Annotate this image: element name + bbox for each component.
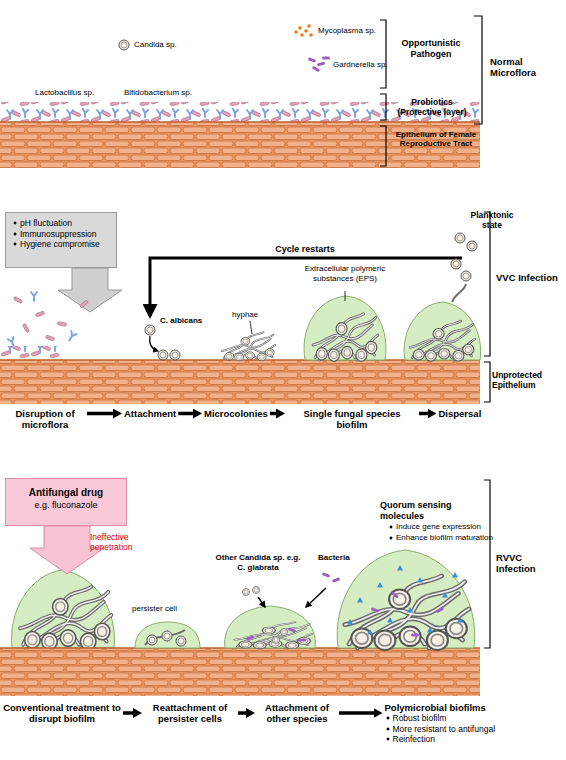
node-text: Reinfection: [385, 734, 496, 745]
node-text: Single fungal species biofilm: [287, 408, 417, 430]
annotation-label: Probiotics (Protective layer): [392, 97, 472, 117]
annotation-label: Epithelium of Female Reproductive Tract: [390, 130, 482, 149]
process-step: Polymicrobial biofilmsRobust biofilmMore…: [385, 702, 496, 745]
node-text: Microcolonies: [204, 408, 268, 419]
node-text: Disruption of microflora: [5, 408, 85, 430]
annotation-label: hyphae: [232, 310, 272, 320]
annotation-label: C. albicans: [160, 316, 220, 326]
annotation-label: Gardnerella sp.: [333, 60, 413, 70]
process-step: Disruption of microflora: [5, 408, 85, 430]
node-text: More resistant to antifungal: [385, 724, 496, 735]
annotation-label: Enhance biofilm maturation: [388, 533, 506, 543]
annotation-label: Opportunistic Pathogen: [392, 38, 470, 59]
node-text: Attachment of other species: [257, 702, 337, 724]
annotation-label: Planktonic state: [462, 210, 522, 230]
process-step: Microcolonies: [204, 408, 268, 419]
node-text: e.g. fluconazole: [12, 499, 120, 511]
annotation-label: Lactobacillus sp.: [35, 88, 115, 98]
node-text: Conventional treatment to disrupt biofil…: [3, 702, 121, 724]
flow-arrow: [270, 412, 279, 416]
flow-arrow: [419, 412, 431, 416]
annotation-label: Cycle restarts: [250, 244, 360, 255]
annotation-label: Mycoplasma sp.: [318, 26, 398, 36]
node-text: Robust biofilm: [385, 713, 496, 724]
annotation-label: Quorum sensing molecules: [380, 500, 490, 521]
factor-box: pH fluctuationImmunosuppressionHygiene c…: [5, 212, 117, 268]
node-text: Polymicrobial biofilms: [385, 702, 496, 713]
node-text: Immunosuppression: [12, 229, 110, 240]
annotation-label: Bacteria: [318, 553, 368, 563]
node-text: Antifungal drug: [12, 487, 120, 499]
annotation-label: Bifidobacterium sp.: [124, 88, 214, 98]
process-step: Reattachment of persister cells: [144, 702, 236, 724]
annotation-label: VVC Infection: [496, 272, 560, 283]
node-text: Dispersal: [439, 408, 482, 419]
node-text: Attachment: [124, 408, 176, 419]
annotation-label: Unprotected Epithelium: [492, 370, 566, 390]
annotation-label: RVVC Infection: [496, 552, 560, 574]
annotation-label: Ineffective penetration: [90, 532, 152, 552]
flow-arrow: [87, 412, 116, 416]
flow-arrow: [238, 711, 249, 715]
process-step: Dispersal: [439, 408, 482, 419]
annotation-label: Other Candida sp. e.g. C. glabrata: [212, 553, 304, 572]
annotation-label: Normal Microflora: [490, 56, 564, 78]
flow-arrow: [178, 412, 196, 416]
annotation-label: Induce gene expression: [388, 522, 496, 532]
annotation-label: Extracellular polymeric substances (EPS): [295, 264, 395, 283]
node-text: pH fluctuation: [12, 218, 110, 229]
annotation-label: Candida sp.: [134, 40, 204, 50]
flow-arrow: [123, 711, 136, 715]
process-step: Attachment: [124, 408, 176, 419]
annotation-label: persister cell: [132, 604, 202, 614]
drug-box: Antifungal druge.g. fluconazole: [5, 478, 127, 526]
process-step: Conventional treatment to disrupt biofil…: [3, 702, 121, 724]
process-step: Attachment of other species: [257, 702, 337, 724]
process-step: Single fungal species biofilm: [287, 408, 417, 430]
node-text: Hygiene compromise: [12, 239, 110, 250]
flow-arrow: [339, 711, 377, 715]
node-text: Reattachment of persister cells: [144, 702, 236, 724]
